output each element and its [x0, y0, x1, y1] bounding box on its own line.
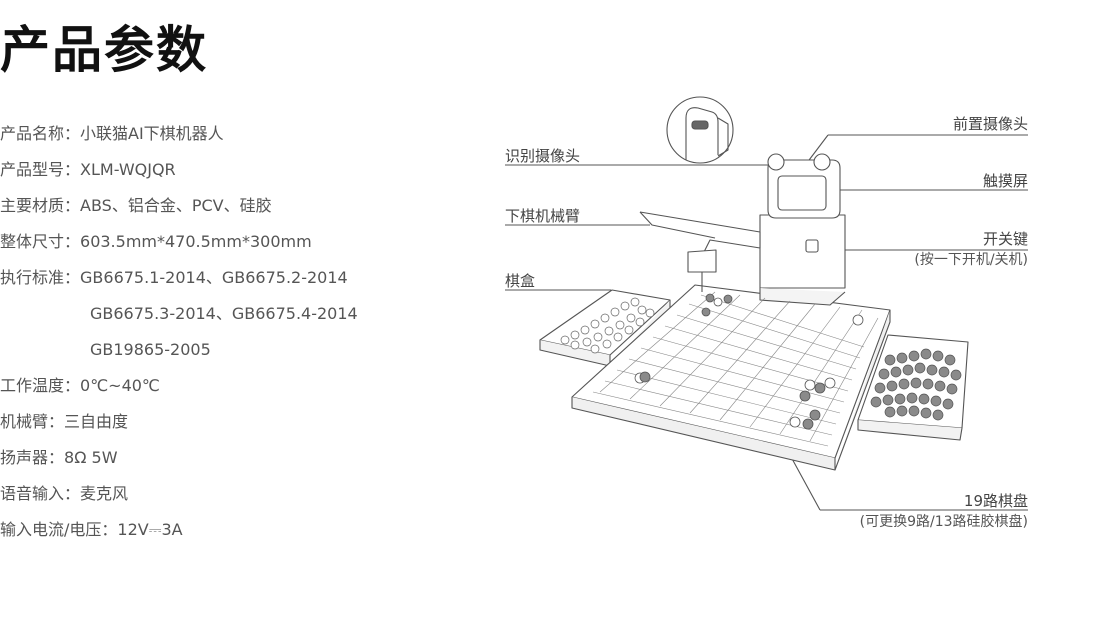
callout-board-label: 19路棋盘: [963, 492, 1028, 510]
spec-label: 机械臂：: [0, 412, 65, 431]
page-title: 产品参数: [0, 21, 208, 79]
spec-row-material: 主要材质： ABS、铝合金、PCV、硅胶: [0, 188, 358, 224]
callout-front-camera: 前置摄像头: [952, 115, 1028, 133]
spec-label: 执行标准：: [0, 268, 81, 287]
power-button: [805, 239, 819, 253]
spec-label: 主要材质：: [0, 196, 81, 215]
callout-board-note: (可更换9路/13路硅胶棋盘): [859, 514, 1028, 530]
spec-label: 输入电流/电压：: [0, 520, 118, 539]
left-box-stones: [560, 297, 655, 354]
spec-row-name: 产品名称： 小联猫AI下棋机器人: [0, 116, 358, 152]
spec-value: ABS、铝合金、PCV、硅胶: [80, 196, 272, 215]
robot-body: [759, 214, 846, 289]
camera-zoom-circle: [666, 96, 734, 164]
spec-row-temperature: 工作温度： 0℃~40℃: [0, 368, 358, 404]
spec-row-size: 整体尺寸： 603.5mm*470.5mm*300mm: [0, 224, 358, 260]
spec-standard-continued: GB19865-2005: [90, 340, 211, 359]
spec-value: 8Ω 5W: [64, 448, 118, 467]
right-box-stones: [870, 348, 962, 421]
spec-value: 麦克风: [80, 484, 129, 503]
spec-label: 工作温度：: [0, 376, 81, 395]
spec-standard-continued: GB6675.3-2014、GB6675.4-2014: [90, 304, 358, 323]
spec-value: XLM-WQJQR: [80, 160, 176, 179]
callout-arm: 下棋机械臂: [505, 207, 581, 225]
callout-touchscreen: 触摸屏: [982, 172, 1028, 190]
spec-list: 产品名称： 小联猫AI下棋机器人 产品型号： XLM-WQJQR 主要材质： A…: [0, 116, 358, 548]
spec-value: 12V⎓3A: [117, 520, 183, 539]
callout-board: 19路棋盘 (可更换9路/13路硅胶棋盘): [860, 490, 1028, 531]
spec-value: 小联猫AI下棋机器人: [80, 124, 224, 143]
callout-power-key-label: 开关键: [982, 230, 1028, 248]
board-stones: [634, 293, 864, 430]
spec-value: GB6675.1-2014、GB6675.2-2014: [80, 268, 348, 287]
spec-label: 扬声器：: [0, 448, 65, 467]
spec-label: 产品型号：: [0, 160, 81, 179]
touchscreen: [777, 175, 827, 211]
callout-power-key: 开关键 (按一下开机/关机): [914, 228, 1028, 269]
spec-row-speaker: 扬声器： 8Ω 5W: [0, 440, 358, 476]
spec-row-model: 产品型号： XLM-WQJQR: [0, 152, 358, 188]
callout-power-key-note: (按一下开机/关机): [914, 252, 1028, 268]
spec-label: 产品名称：: [0, 124, 81, 143]
callout-recognition-camera: 识别摄像头: [505, 147, 581, 165]
spec-row-voice: 语音输入： 麦克风: [0, 476, 358, 512]
spec-row-arm: 机械臂： 三自由度: [0, 404, 358, 440]
spec-value: 0℃~40℃: [80, 376, 160, 395]
spec-value: 三自由度: [64, 412, 129, 431]
spec-value: 603.5mm*470.5mm*300mm: [80, 232, 312, 251]
spec-label: 语音输入：: [0, 484, 81, 503]
board-grid: [592, 291, 879, 447]
spec-row-power: 输入电流/电压： 12V⎓3A: [0, 512, 358, 548]
robot-arm: [639, 211, 761, 261]
callout-stone-box: 棋盒: [505, 272, 536, 290]
spec-label: 整体尺寸：: [0, 232, 81, 251]
spec-row-standard: 执行标准： GB6675.1-2014、GB6675.2-2014: [0, 260, 358, 296]
